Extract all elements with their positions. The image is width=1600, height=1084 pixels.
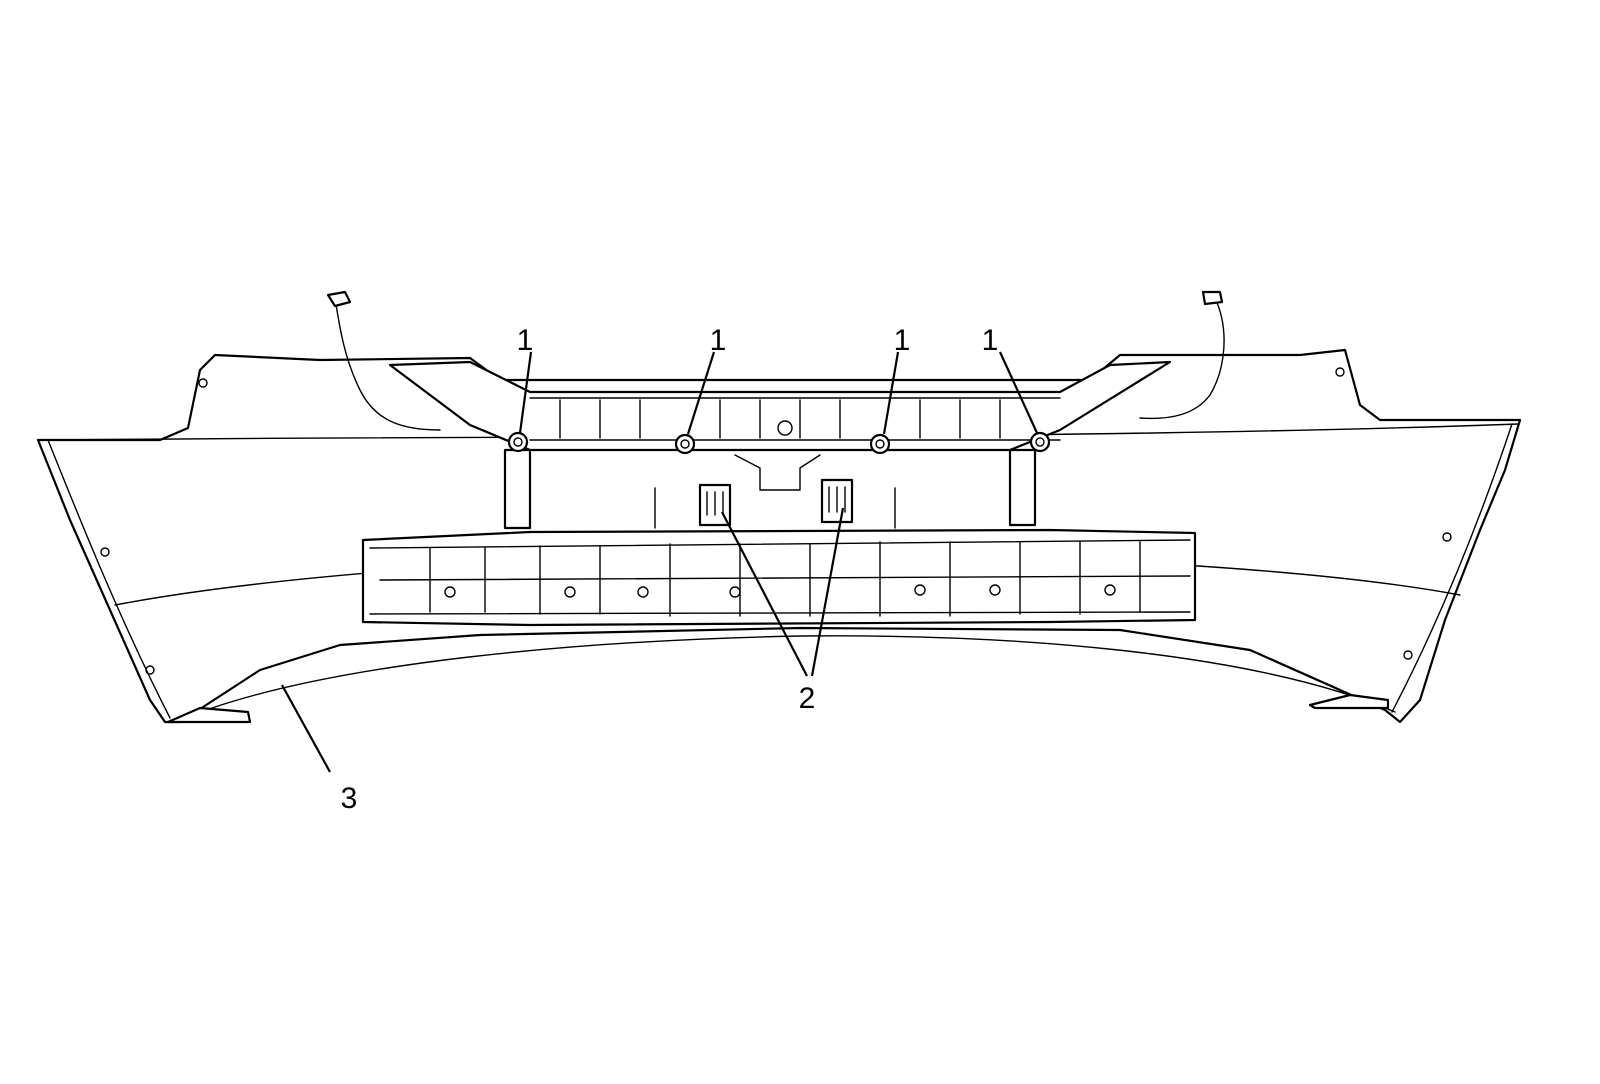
connector-left-icon <box>326 290 352 308</box>
callout-labels: 1 1 1 1 2 3 <box>341 324 999 815</box>
upper-bracket <box>388 360 1172 491</box>
push-pin-icon <box>507 431 529 453</box>
absorber-cells <box>379 541 1191 617</box>
callout-2: 2 <box>799 682 816 715</box>
push-pin-icon <box>869 433 891 455</box>
callout-1-right: 1 <box>982 324 999 357</box>
support-posts <box>503 448 1037 530</box>
bracket-screw-icon <box>777 420 793 436</box>
push-pin-icon <box>1029 431 1051 453</box>
callout-3: 3 <box>341 782 358 815</box>
callout-1-center-left: 1 <box>710 324 727 357</box>
callout-1-center-right: 1 <box>894 324 911 357</box>
connector-right-icon <box>1201 290 1224 306</box>
push-pin-icon <box>674 433 696 455</box>
fasteners <box>507 431 1051 455</box>
wiring-harness <box>326 290 1225 431</box>
leader-lines <box>281 351 1039 773</box>
energy-absorber <box>361 528 1197 627</box>
bracket-ribs <box>559 399 1001 439</box>
callout-1-left: 1 <box>517 324 534 357</box>
